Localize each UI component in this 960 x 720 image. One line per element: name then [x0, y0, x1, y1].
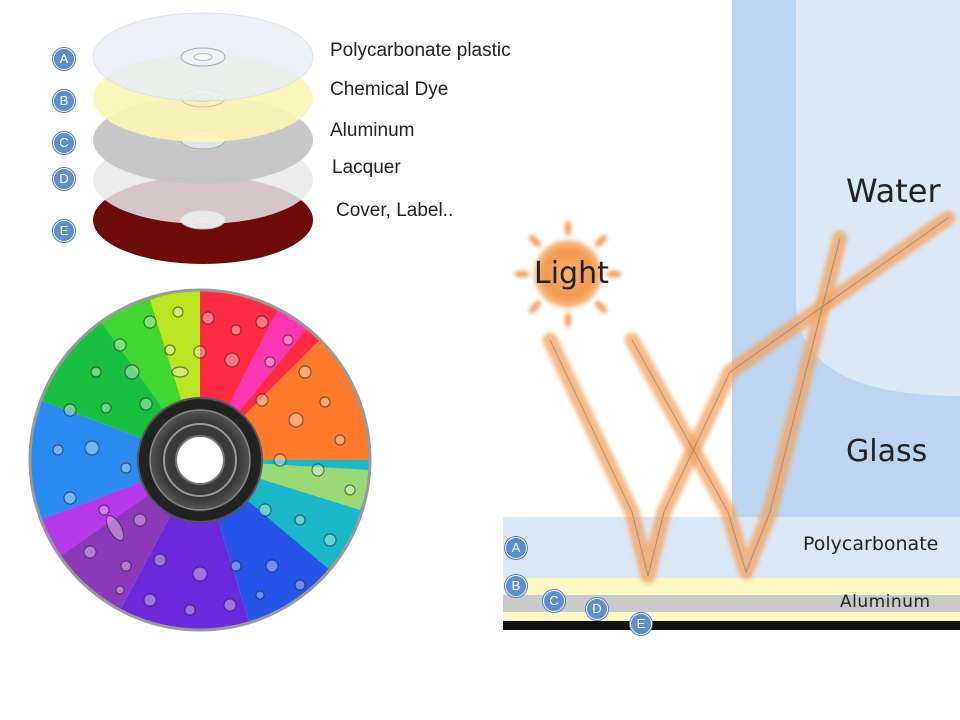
section-badge-d: D: [586, 598, 608, 620]
stack-badge-d: D: [53, 168, 75, 190]
label-layer: [503, 621, 960, 630]
stack-badge-c: C: [53, 132, 75, 154]
layer-label-b: Chemical Dye: [330, 79, 449, 100]
disc-layer-a: [92, 12, 314, 102]
layer-label-d: Lacquer: [332, 157, 401, 178]
aluminum-layer: [503, 595, 960, 612]
stack-badge-a: A: [53, 48, 75, 70]
lacquer-layer: [503, 612, 960, 621]
section-badge-b: B: [505, 575, 527, 597]
section-badge-e: E: [630, 613, 652, 635]
water-label: Water: [846, 172, 941, 210]
cd-photo: [28, 288, 372, 632]
stack-badge-b: B: [53, 90, 75, 112]
layer-label-a: Polycarbonate plastic: [330, 40, 511, 61]
aluminum-label: Aluminum: [840, 592, 931, 612]
cross-section-diagram: [503, 0, 960, 630]
polycarbonate-label: Polycarbonate: [803, 533, 939, 555]
stack-badge-e: E: [53, 220, 75, 242]
section-badge-a: A: [505, 537, 527, 559]
section-badge-c: C: [543, 590, 565, 612]
layer-label-c: Aluminum: [330, 120, 415, 141]
layer-label-e: Cover, Label..: [336, 200, 454, 221]
light-label: Light: [534, 256, 609, 291]
sun-icon: [515, 221, 621, 327]
glass-label: Glass: [846, 434, 928, 469]
dye-layer: [503, 578, 960, 595]
